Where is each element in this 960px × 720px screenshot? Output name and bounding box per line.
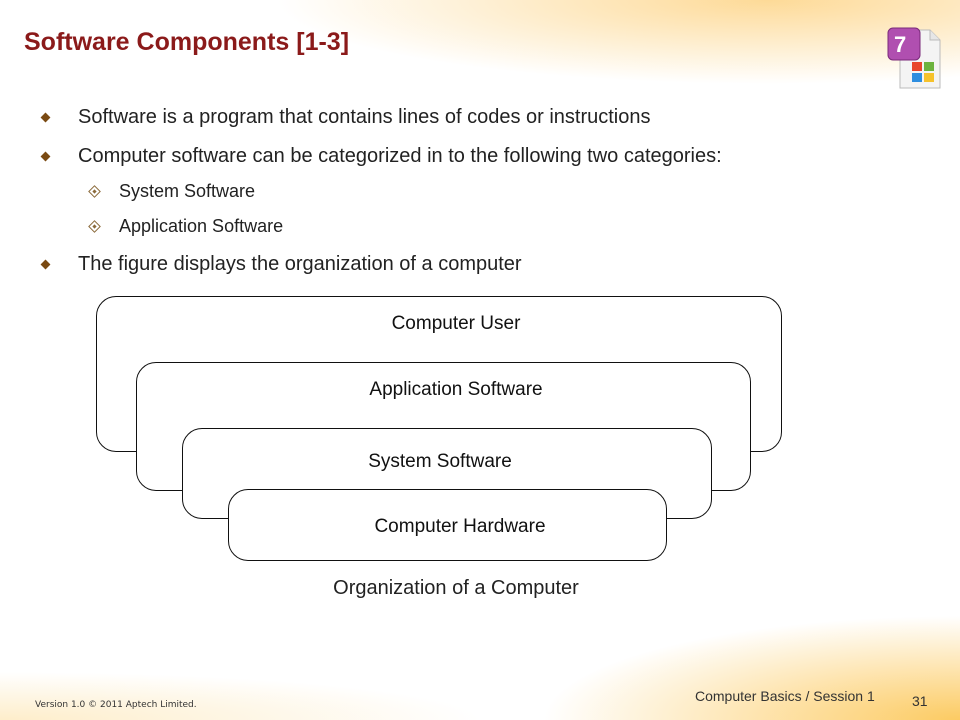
page-number: 31 <box>912 693 928 709</box>
layer-label: Application Software <box>369 379 543 400</box>
slide-title: Software Components [1-3] <box>24 28 350 56</box>
diamond-sub-bullet-icon <box>88 220 101 233</box>
layer-label: Computer User <box>391 313 521 334</box>
diamond-bullet-icon <box>40 112 51 123</box>
diamond-bullet-icon <box>40 151 51 162</box>
windows-7-document-icon: 7 <box>887 27 941 89</box>
footer-course: Computer Basics / Session 1 <box>695 688 875 704</box>
footer-version: Version 1.0 © 2011 Aptech Limited. <box>35 700 197 710</box>
diamond-sub-bullet-icon <box>88 185 101 198</box>
svg-text:7: 7 <box>894 32 906 57</box>
diamond-bullet-icon <box>40 259 51 270</box>
diagram-caption: Organization of a Computer <box>333 577 579 599</box>
layer-box-computer-hardware <box>228 489 667 561</box>
layer-label: Computer Hardware <box>374 516 546 537</box>
layer-label: System Software <box>368 451 512 472</box>
